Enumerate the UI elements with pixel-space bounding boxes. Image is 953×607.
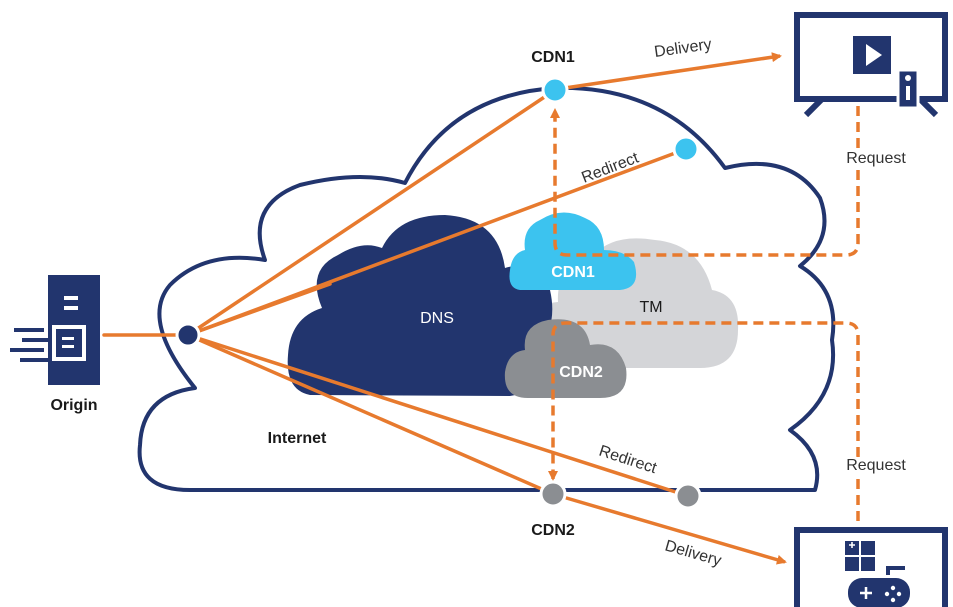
tv-play-icon [794, 12, 948, 118]
delivery-arrows [562, 52, 787, 565]
cdn2-label: CDN2 [531, 522, 575, 539]
cdn1-node [541, 76, 569, 104]
cdn2-node [539, 480, 567, 508]
tm-label: TM [639, 299, 662, 316]
server-icon [10, 275, 100, 385]
cdn1-label: CDN1 [531, 49, 575, 66]
request-path-top [550, 106, 860, 257]
delivery-arrow-top [564, 52, 782, 90]
hub-to-dns [186, 282, 332, 337]
hub-to-cdn2-redirect [186, 333, 690, 498]
tv-gamepad-icon [794, 527, 948, 607]
dns-label: DNS [420, 310, 454, 327]
hub-to-cdn2 [186, 333, 555, 496]
cdn2-redirect-node [674, 482, 702, 510]
hub-node [175, 322, 201, 348]
delivery-arrow-bottom [562, 495, 787, 565]
cdn2-cloud-label: CDN2 [559, 364, 603, 381]
request-label-top: Request [846, 150, 906, 167]
origin-links [102, 88, 690, 498]
internet-label: Internet [268, 430, 327, 447]
cdn1-redirect-node [672, 135, 700, 163]
hub-to-cdn1 [186, 88, 557, 337]
request-path-bottom [548, 321, 860, 537]
origin-label: Origin [50, 397, 97, 414]
cdn1-cloud [509, 212, 637, 290]
request-label-bottom: Request [846, 457, 906, 474]
dns-cloud [287, 215, 553, 396]
cdn2-cloud [504, 319, 627, 398]
cdn1-cloud-label: CDN1 [551, 264, 595, 281]
request-paths [548, 106, 860, 537]
delivery-label-top: Delivery [653, 36, 713, 61]
